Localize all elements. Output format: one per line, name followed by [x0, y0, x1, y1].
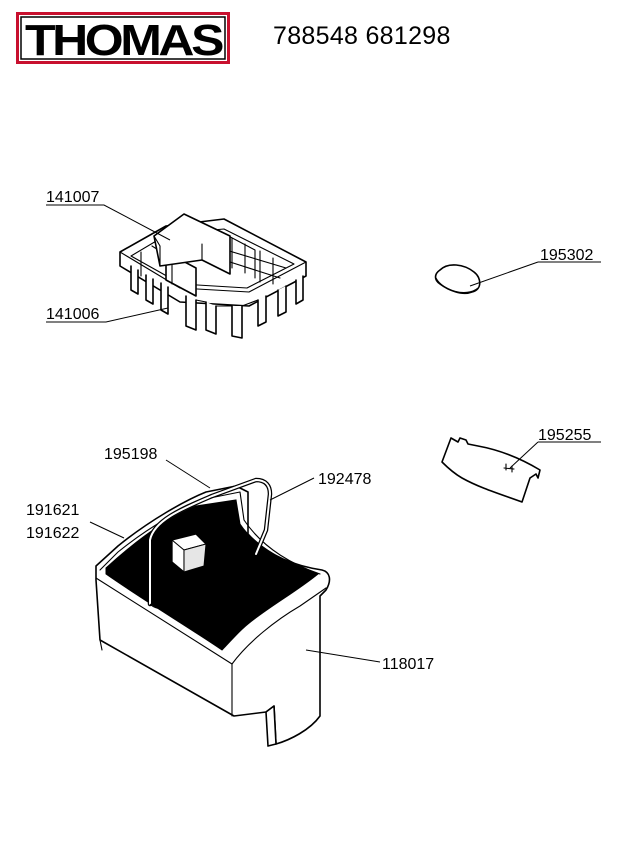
part-label-191622: 191622 [26, 525, 79, 542]
part-label-141007: 141007 [46, 189, 99, 206]
part-label-118017: 118017 [382, 656, 434, 673]
cap-195302 [434, 264, 481, 295]
insert-141007 [153, 213, 231, 275]
leader-lines [46, 204, 601, 663]
tank-118017 [95, 485, 331, 747]
handle-192478 [147, 477, 273, 609]
thomas-logo: THOMAS [16, 12, 230, 65]
strip-195255 [441, 437, 541, 503]
model-numbers: 788548 681298 [273, 22, 451, 50]
part-label-195198: 195198 [104, 446, 157, 463]
part-label-191621: 191621 [26, 502, 79, 519]
part-label-141006: 141006 [46, 306, 99, 323]
brand-name: THOMAS [25, 16, 223, 64]
part-label-195255: 195255 [538, 427, 591, 444]
part-label-195302: 195302 [540, 247, 593, 264]
part-label-192478: 192478 [318, 471, 371, 488]
